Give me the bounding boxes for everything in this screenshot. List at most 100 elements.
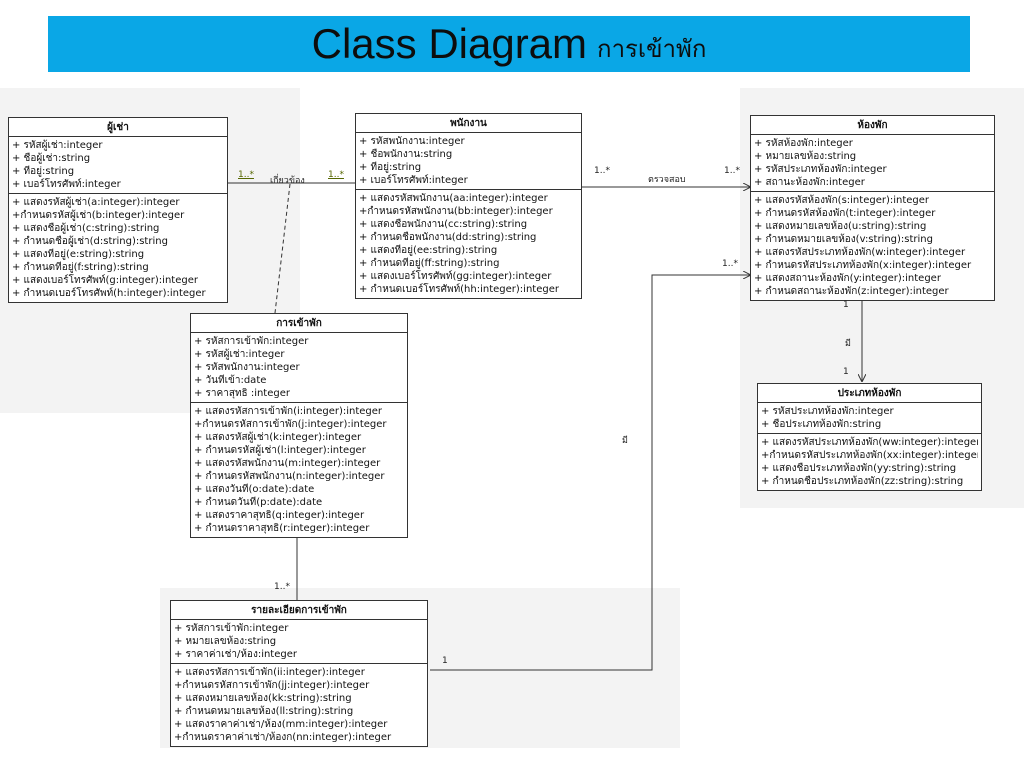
attribute: + วันที่เข้า:date (194, 375, 267, 386)
association-label: มี (845, 339, 851, 349)
method: + กำหนดสถานะห้องพัก(z:integer):integer (754, 286, 949, 297)
attribute: + รหัสการเข้าพัก:integer (174, 623, 289, 634)
attribute: + รหัสผู้เช่า:integer (194, 349, 285, 360)
class-name: ประเภทห้องพัก (758, 384, 981, 403)
class-name: พนักงาน (356, 114, 581, 133)
method: + กำหนดชื่อประเภทห้องพัก(zz:string):stri… (761, 476, 964, 487)
class-room: ห้องพัก + รหัสห้องพัก:integer + หมายเลขห… (750, 115, 995, 301)
method: +กำหนดรหัสการเข้าพัก(jj:integer):integer (174, 680, 370, 691)
method: + กำหนดหมายเลขห้อง(v:string):string (754, 234, 933, 245)
methods: + แสดงรหัสห้องพัก(s:integer):integer + ก… (751, 191, 994, 300)
attribute: + รหัสพนักงาน:integer (359, 136, 465, 147)
method: +กำหนดรหัสประเภทห้องพัก(xx:integer):inte… (761, 450, 978, 461)
multiplicity-label: 1 (442, 656, 448, 666)
method: + แสดงเบอร์โทรศัพท์(gg:integer):integer (359, 271, 552, 282)
methods: + แสดงรหัสการเข้าพัก(ii:integer):integer… (171, 663, 427, 746)
method: + แสดงรหัสห้องพัก(s:integer):integer (754, 195, 930, 206)
method: +กำหนดราคาค่าเช่า/ห้องก(nn:integer):inte… (174, 732, 392, 743)
attribute: + ที่อยู่:string (12, 166, 75, 177)
multiplicity-label: 1..* (724, 166, 740, 176)
class-checkin-detail: รายละเอียดการเข้าพัก + รหัสการเข้าพัก:in… (170, 600, 428, 747)
method: + แสดงรหัสผู้เช่า(k:integer):integer (194, 432, 362, 443)
attribute: + รหัสผู้เช่า:integer (12, 140, 103, 151)
method: + แสดงชื่อผู้เช่า(c:string):string (12, 223, 160, 234)
attribute: + ราคาสุทธิ :integer (194, 388, 290, 399)
association-label: ตรวจสอบ (648, 175, 686, 185)
attributes: + รหัสประเภทห้องพัก:integer + ชื่อประเภท… (758, 403, 981, 433)
attribute: + ราคาค่าเช่า/ห้อง:integer (174, 649, 297, 660)
association-label: เกี่ยวข้อง (270, 176, 305, 186)
attributes: + รหัสการเข้าพัก:integer + หมายเลขห้อง:s… (171, 620, 427, 663)
class-employee: พนักงาน + รหัสพนักงาน:integer + ชื่อพนัก… (355, 113, 582, 299)
association-label: มี (622, 436, 628, 446)
multiplicity-label: 1 (843, 300, 849, 310)
method: + แสดงวันที่(o:date):date (194, 484, 315, 495)
methods: + แสดงรหัสประเภทห้องพัก(ww:integer):inte… (758, 433, 981, 490)
method: + กำหนดที่อยู่(ff:string):string (359, 258, 500, 269)
page-title: Class Diagram (311, 20, 588, 67)
attribute: + รหัสประเภทห้องพัก:integer (754, 164, 887, 175)
method: + แสดงรหัสพนักงาน(aa:integer):integer (359, 193, 548, 204)
attributes: + รหัสพนักงาน:integer + ชื่อพนักงาน:stri… (356, 133, 581, 189)
attribute: + รหัสประเภทห้องพัก:integer (761, 406, 894, 417)
methods: + แสดงรหัสผู้เช่า(a:integer):integer +กำ… (9, 193, 227, 302)
line-detail-room (430, 275, 750, 671)
class-name: ผู้เช่า (9, 118, 227, 137)
attributes: + รหัสผู้เช่า:integer + ชื่อผู้เช่า:stri… (9, 137, 227, 193)
method: + แสดงรหัสการเข้าพัก(ii:integer):integer (174, 667, 365, 678)
attribute: + ชื่อพนักงาน:string (359, 149, 453, 160)
method: + แสดงรหัสประเภทห้องพัก(ww:integer):inte… (761, 437, 978, 448)
method: + แสดงรหัสผู้เช่า(a:integer):integer (12, 197, 180, 208)
multiplicity-label: 1..* (594, 166, 610, 176)
line-assoc-class (274, 183, 291, 314)
attribute: + รหัสการเข้าพัก:integer (194, 336, 309, 347)
attribute: + ชื่อผู้เช่า:string (12, 153, 91, 164)
attributes: + รหัสห้องพัก:integer + หมายเลขห้อง:stri… (751, 135, 994, 191)
method: + แสดงชื่อพนักงาน(cc:string):string (359, 219, 528, 230)
attributes: + รหัสการเข้าพัก:integer + รหัสผู้เช่า:i… (191, 333, 407, 402)
multiplicity-label: 1 (843, 367, 849, 377)
method: + กำหนดรหัสพนักงาน(n:integer):integer (194, 471, 385, 482)
method: + แสดงเบอร์โทรศัพท์(g:integer):integer (12, 275, 198, 286)
class-name: ห้องพัก (751, 116, 994, 135)
attribute: + ชื่อประเภทห้องพัก:string (761, 419, 882, 430)
method: + กำหนดรหัสประเภทห้องพัก(x:integer):inte… (754, 260, 972, 271)
attribute: + เบอร์โทรศัพท์:integer (359, 175, 468, 186)
attribute: + รหัสพนักงาน:integer (194, 362, 300, 373)
method: + กำหนดชื่อพนักงาน(dd:string):string (359, 232, 537, 243)
method: + กำหนดเบอร์โทรศัพท์(hh:integer):integer (359, 284, 559, 295)
method: + แสดงราคาค่าเช่า/ห้อง(mm:integer):integ… (174, 719, 388, 730)
method: + แสดงสถานะห้องพัก(y:integer):integer (754, 273, 941, 284)
page-subtitle: การเข้าพัก (597, 34, 707, 63)
attribute: + หมายเลขห้อง:string (754, 151, 857, 162)
method: + กำหนดเบอร์โทรศัพท์(h:integer):integer (12, 288, 206, 299)
method: + แสดงหมายเลขห้อง(kk:string):string (174, 693, 352, 704)
method: + แสดงรหัสพนักงาน(m:integer):integer (194, 458, 381, 469)
method: + แสดงที่อยู่(e:string):string (12, 249, 145, 260)
method: + กำหนดวันที่(p:date):date (194, 497, 323, 508)
methods: + แสดงรหัสพนักงาน(aa:integer):integer +ก… (356, 189, 581, 298)
method: + กำหนดหมายเลขห้อง(ll:string):string (174, 706, 354, 717)
attribute: + สถานะห้องพัก:integer (754, 177, 865, 188)
attribute: + เบอร์โทรศัพท์:integer (12, 179, 121, 190)
method: + กำหนดรหัสห้องพัก(t:integer):integer (754, 208, 936, 219)
class-tenant: ผู้เช่า + รหัสผู้เช่า:integer + ชื่อผู้เ… (8, 117, 228, 303)
method: +กำหนดรหัสพนักงาน(bb:integer):integer (359, 206, 553, 217)
class-name: รายละเอียดการเข้าพัก (171, 601, 427, 620)
method: + แสดงชื่อประเภทห้องพัก(yy:string):strin… (761, 463, 957, 474)
method: + แสดงรหัสการเข้าพัก(i:integer):integer (194, 406, 383, 417)
method: + กำหนดราคาสุทธิ(r:integer):integer (194, 523, 370, 534)
diagram-canvas: ผู้เช่า + รหัสผู้เช่า:integer + ชื่อผู้เ… (0, 88, 1024, 768)
method: +กำหนดรหัสผู้เช่า(b:integer):integer (12, 210, 185, 221)
class-name: การเข้าพัก (191, 314, 407, 333)
method: + แสดงที่อยู่(ee:string):string (359, 245, 498, 256)
method: + กำหนดที่อยู่(f:string):string (12, 262, 149, 273)
attribute: + รหัสห้องพัก:integer (754, 138, 853, 149)
method: + แสดงรหัสประเภทห้องพัก(w:integer):integ… (754, 247, 966, 258)
method: + กำหนดชื่อผู้เช่า(d:string):string (12, 236, 168, 247)
method: + แสดงหมายเลขห้อง(u:string):string (754, 221, 927, 232)
multiplicity-label: 1..* (328, 170, 344, 180)
attribute: + หมายเลขห้อง:string (174, 636, 277, 647)
attribute: + ที่อยู่:string (359, 162, 422, 173)
method: + กำหนดรหัสผู้เช่า(l:integer):integer (194, 445, 366, 456)
